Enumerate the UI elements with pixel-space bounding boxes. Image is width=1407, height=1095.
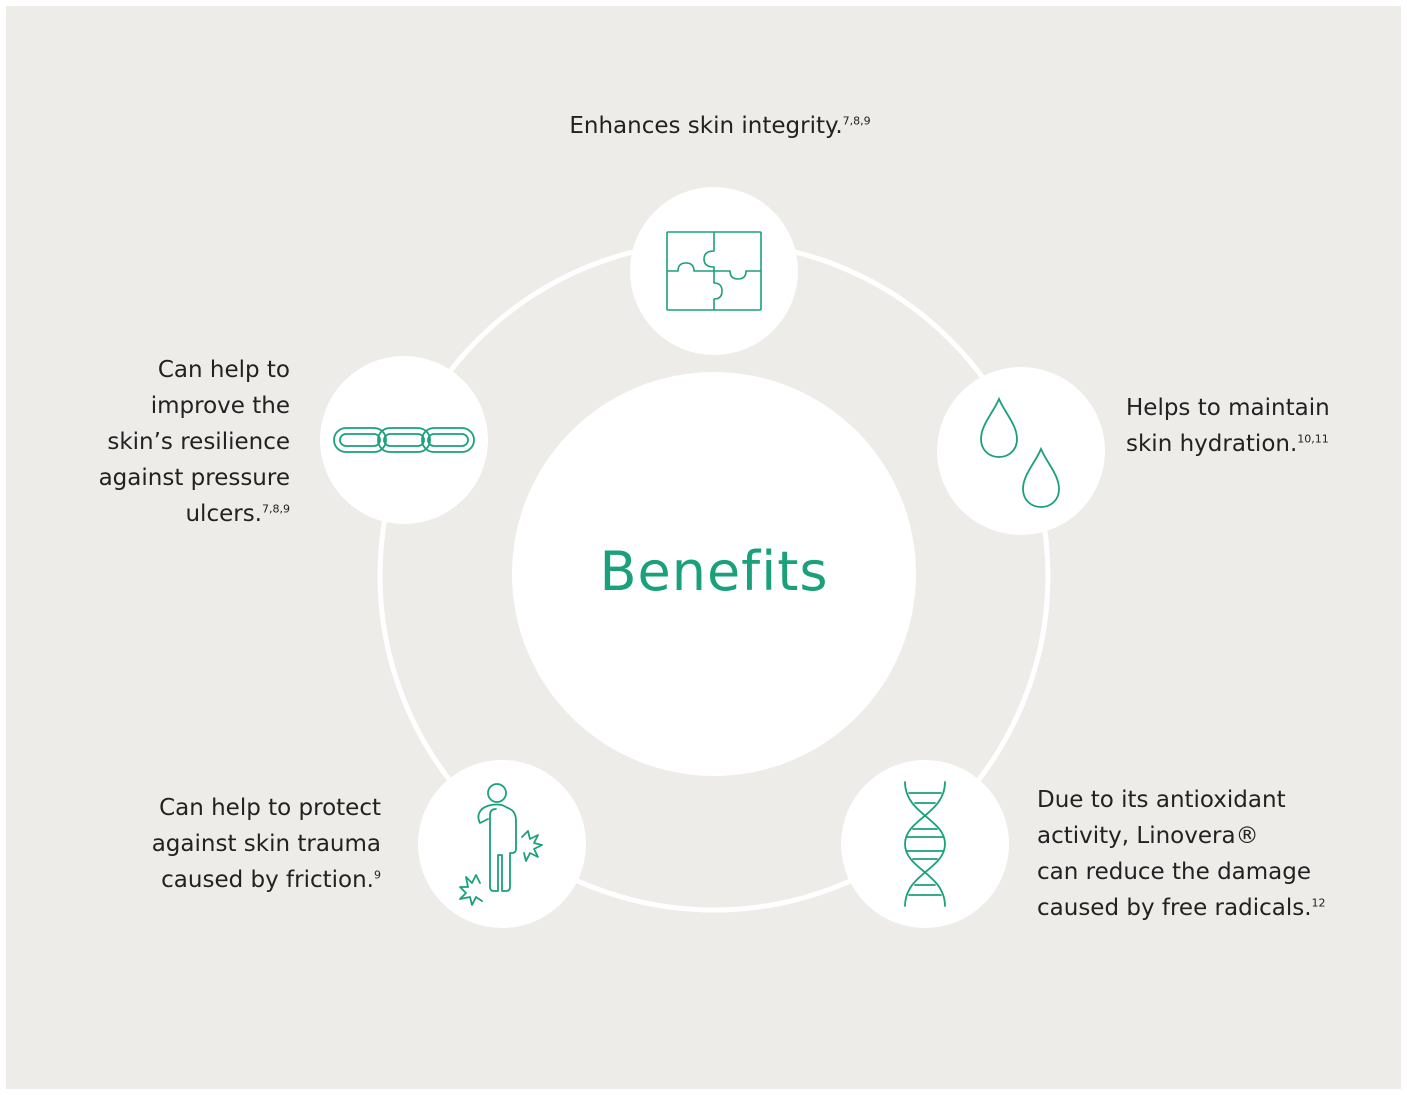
benefit-node-integrity <box>630 187 798 355</box>
benefit-label-friction: Can help to protect against skin trauma … <box>151 795 381 893</box>
benefit-node-hydration <box>937 367 1105 535</box>
center-circle: Benefits <box>512 372 916 776</box>
benefit-label-integrity: Enhances skin integrity.7,8,9 <box>569 113 871 139</box>
chain-icon <box>333 427 475 453</box>
benefit-node-resilience <box>320 356 488 524</box>
benefit-label-hydration: Helps to maintain skin hydration.10,11 <box>1126 395 1330 457</box>
center-title: Benefits <box>599 539 829 603</box>
person-friction-icon <box>459 783 543 906</box>
benefit-node-friction <box>418 760 586 928</box>
water-drops-icon <box>980 396 1060 508</box>
benefit-node-antioxidant <box>841 760 1009 928</box>
benefit-label-resilience: Can help to improve the skin’s resilienc… <box>98 357 290 527</box>
puzzle-icon <box>666 231 762 311</box>
dna-icon <box>904 781 946 907</box>
benefit-label-antioxidant: Due to its antioxidant activity, Linover… <box>1037 787 1326 921</box>
